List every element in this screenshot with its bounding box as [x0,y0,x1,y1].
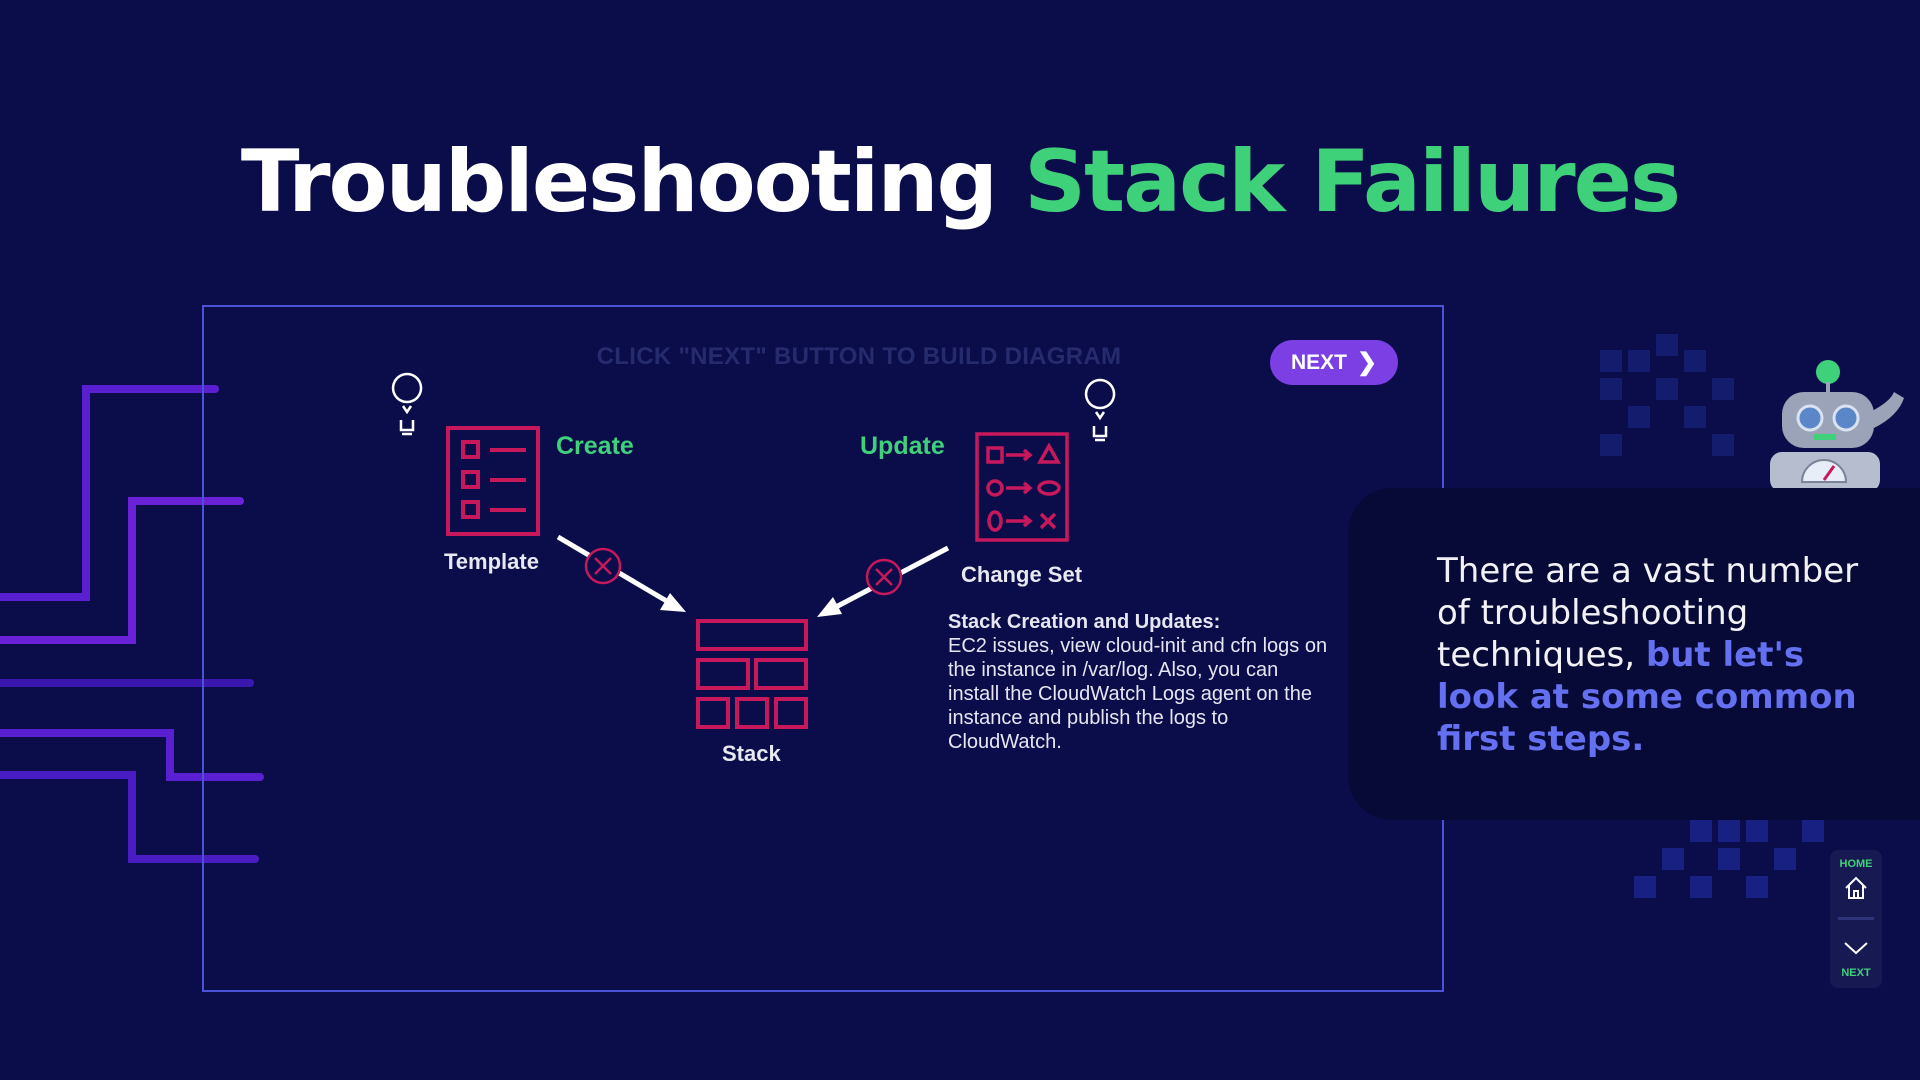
note-body: EC2 issues, view cloud-init and cfn logs… [948,635,1328,753]
narration-plain: There are a vast number of troubleshooti… [1437,551,1859,675]
chevron-down-icon[interactable] [1843,938,1869,958]
next-button-label: NEXT [1290,350,1347,374]
template-label: Template [444,549,539,574]
update-label: Update [860,432,945,460]
note-heading: Stack Creation and Updates: [948,611,1221,633]
slide-nav: HOME NEXT [1830,850,1882,988]
build-diagram-hint: CLICK "NEXT" BUTTON TO BUILD DIAGRAM [596,343,1122,370]
next-button[interactable]: NEXT ❯ [1270,340,1398,385]
narration-bubble [1348,488,1920,820]
create-label: Create [556,432,634,460]
narration-text: There are a vast number of troubleshooti… [1437,550,1877,760]
chevron-right-icon: ❯ [1356,348,1378,376]
stack-label: Stack [722,741,781,766]
page-title: Troubleshooting Stack Failures [0,132,1920,232]
narration-highlight: but let's look at some common first step… [1437,635,1857,759]
title-part-white: Troubleshooting [240,132,998,232]
change-set-label: Change Set [961,562,1083,587]
circuit-decoration [0,385,264,863]
pixel-grid-decoration [1600,334,1824,898]
robot-mascot [1770,360,1904,492]
title-part-green: Stack Failures [1024,132,1681,232]
stack-note: Stack Creation and Updates: EC2 issues, … [948,610,1328,754]
home-label: HOME [1839,858,1873,870]
next-nav-label[interactable]: NEXT [1841,967,1871,979]
home-icon[interactable] [1843,875,1869,901]
nav-divider [1838,917,1874,920]
